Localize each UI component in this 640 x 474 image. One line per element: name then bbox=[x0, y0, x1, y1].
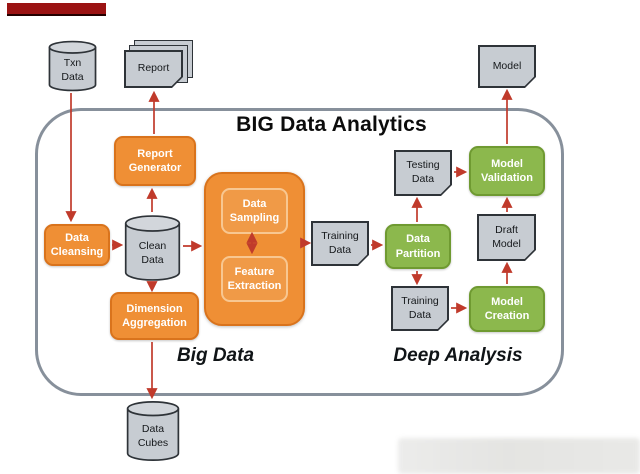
model-creation-node: Model Creation bbox=[469, 286, 545, 332]
clean-data-label: Clean Data bbox=[138, 240, 167, 267]
data-sampling-node: Data Sampling bbox=[221, 188, 288, 234]
feature-extraction-label: Feature Extraction bbox=[227, 265, 282, 292]
data-cleansing-node: Data Cleansing bbox=[44, 224, 110, 266]
data-sampling-label: Data Sampling bbox=[229, 197, 280, 224]
data-cubes-label: Data Cubes bbox=[137, 422, 169, 449]
big-data-section-label: Big Data bbox=[176, 345, 255, 366]
training-data-mid-document: Training Data bbox=[311, 221, 369, 266]
model-label: Model bbox=[492, 59, 522, 72]
training-data-mid-label: Training Data bbox=[321, 229, 359, 256]
report-generator-label: Report Generator bbox=[128, 147, 182, 174]
model-validation-node: Model Validation bbox=[469, 146, 545, 196]
model-validation-label: Model Validation bbox=[481, 157, 533, 184]
document-shape bbox=[477, 214, 536, 261]
training-data-bottom-document: Training Data bbox=[391, 286, 449, 331]
dimension-aggregation-label: Dimension Aggregation bbox=[122, 302, 187, 329]
cylinder-shape bbox=[126, 400, 180, 462]
testing-data-document: Testing Data bbox=[394, 150, 452, 196]
clean-data-store: Clean Data bbox=[124, 214, 181, 282]
redaction-bar bbox=[7, 3, 106, 16]
diagram-title: BIG Data Analytics bbox=[236, 113, 427, 136]
document-shape bbox=[124, 50, 183, 88]
data-cubes-store: Data Cubes bbox=[126, 400, 180, 462]
report-document: Report bbox=[124, 50, 183, 88]
report-generator-node: Report Generator bbox=[114, 136, 196, 186]
document-shape bbox=[311, 221, 369, 266]
document-shape bbox=[394, 150, 452, 196]
document-shape bbox=[478, 45, 536, 88]
training-data-bottom-label: Training Data bbox=[401, 294, 439, 321]
txn-data-store: Txn Data bbox=[48, 40, 97, 92]
watermark-smudge bbox=[398, 438, 640, 474]
cylinder-shape bbox=[48, 40, 97, 92]
data-partition-node: Data Partition bbox=[385, 224, 451, 269]
deep-analysis-section-label: Deep Analysis bbox=[393, 345, 523, 366]
document-shape bbox=[391, 286, 449, 331]
report-label: Report bbox=[137, 62, 170, 75]
data-partition-label: Data Partition bbox=[395, 233, 441, 260]
feature-extraction-node: Feature Extraction bbox=[221, 256, 288, 302]
sampling-extraction-group: Data Sampling Feature Extraction bbox=[204, 172, 305, 326]
dimension-aggregation-node: Dimension Aggregation bbox=[110, 292, 199, 340]
cylinder-shape bbox=[124, 214, 181, 282]
model-document: Model bbox=[478, 45, 536, 88]
report-document-stack: Report bbox=[124, 40, 193, 88]
draft-model-label: Draft Model bbox=[492, 223, 521, 250]
model-creation-label: Model Creation bbox=[484, 295, 530, 322]
testing-data-label: Testing Data bbox=[406, 159, 440, 185]
txn-data-label: Txn Data bbox=[61, 57, 84, 83]
draft-model-document: Draft Model bbox=[477, 214, 536, 261]
data-cleansing-label: Data Cleansing bbox=[50, 231, 104, 258]
